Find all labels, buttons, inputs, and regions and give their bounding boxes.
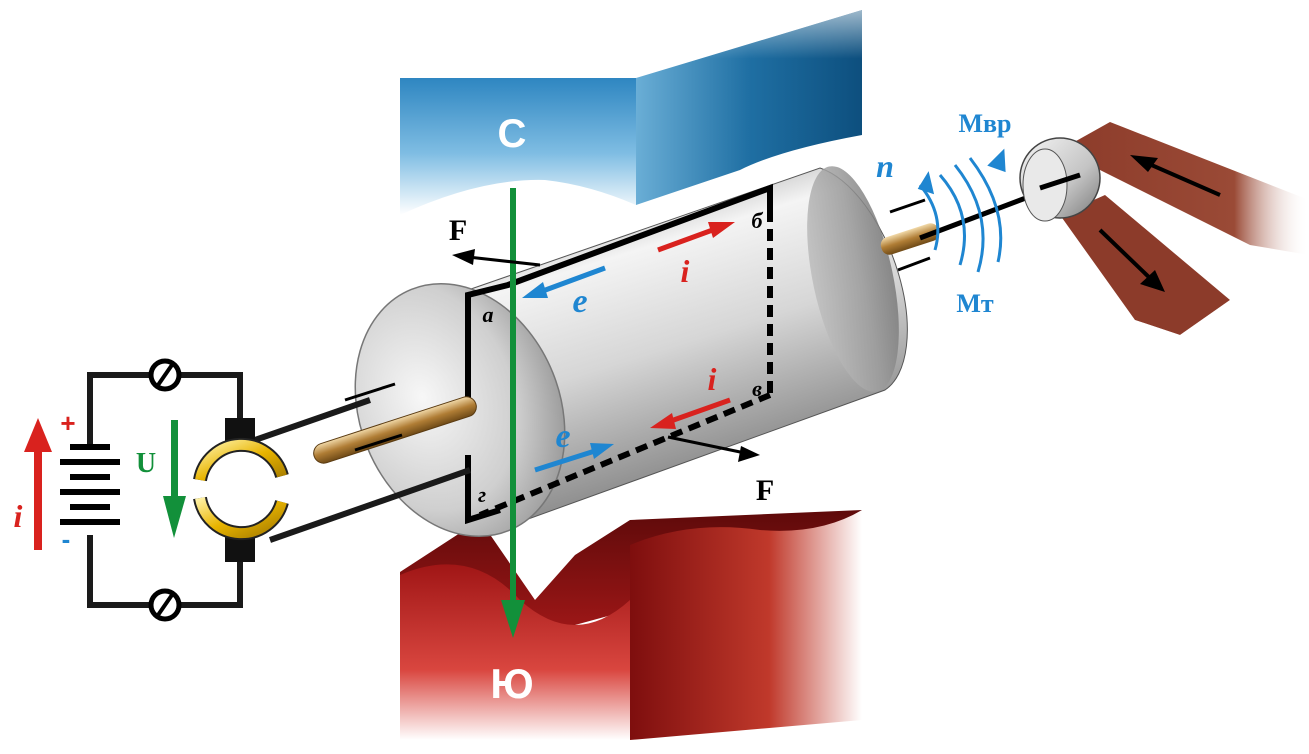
source-current-arrow — [24, 418, 52, 550]
voltage-label: U — [136, 448, 156, 479]
belt-arrow-down — [1098, 228, 1157, 285]
conductor-top — [465, 183, 773, 340]
current-label-bottom: i — [708, 361, 717, 397]
corner-g-label: г — [478, 482, 486, 507]
wire-brush-bottom — [269, 467, 471, 543]
emf-label-bottom: e — [555, 418, 570, 455]
current-arrow-bottom — [650, 397, 731, 429]
bearing-mark — [897, 256, 931, 272]
conductor-bottom-dashed — [478, 392, 772, 518]
corner-b-label: б — [752, 208, 764, 233]
terminal-top — [148, 358, 182, 392]
force-label-top: F — [449, 214, 467, 247]
force-arrow-top — [452, 249, 541, 267]
torque-rotation-label: Mвр — [958, 109, 1011, 138]
belt-arrow-up — [1139, 158, 1221, 197]
north-pole-front-face — [400, 78, 636, 215]
emf-arrow-top — [522, 265, 606, 298]
north-pole-magnet: С — [400, 10, 862, 215]
terminal-bottom — [148, 588, 182, 622]
current-arrow-top — [657, 222, 735, 253]
torque-load-label: Mт — [956, 289, 994, 318]
battery-minus: - — [62, 524, 71, 554]
wire-brush-top — [254, 397, 371, 443]
emf-arrow-bottom — [534, 443, 614, 473]
south-pole-label: Ю — [490, 660, 533, 707]
voltage-arrow — [163, 420, 186, 538]
force-label-bottom: F — [756, 474, 774, 507]
north-pole-label: С — [498, 112, 527, 156]
speed-label: n — [876, 148, 894, 184]
current-label-top: i — [681, 253, 690, 289]
south-pole-magnet: Ю — [400, 510, 862, 740]
force-arrow-bottom — [667, 435, 760, 462]
bearing-mark — [889, 198, 926, 214]
south-pole-front-face — [400, 564, 630, 740]
corner-v-label: в — [752, 376, 762, 401]
armature — [354, 166, 908, 537]
battery-plus: + — [60, 408, 75, 438]
left-shaft — [313, 382, 477, 464]
belt-upper — [1060, 122, 1309, 255]
south-pole-side-face — [630, 510, 862, 740]
rotation-arcs — [917, 148, 1006, 273]
source-current-label: i — [14, 498, 23, 534]
corner-a-label: а — [483, 302, 494, 327]
split-ring-commutator-icon — [193, 418, 289, 562]
battery-icon — [60, 444, 120, 525]
armature-end-cap — [807, 166, 899, 392]
emf-label-top: e — [572, 283, 587, 320]
magnetic-field-arrow — [501, 188, 525, 638]
belt-drive — [1019, 122, 1309, 340]
